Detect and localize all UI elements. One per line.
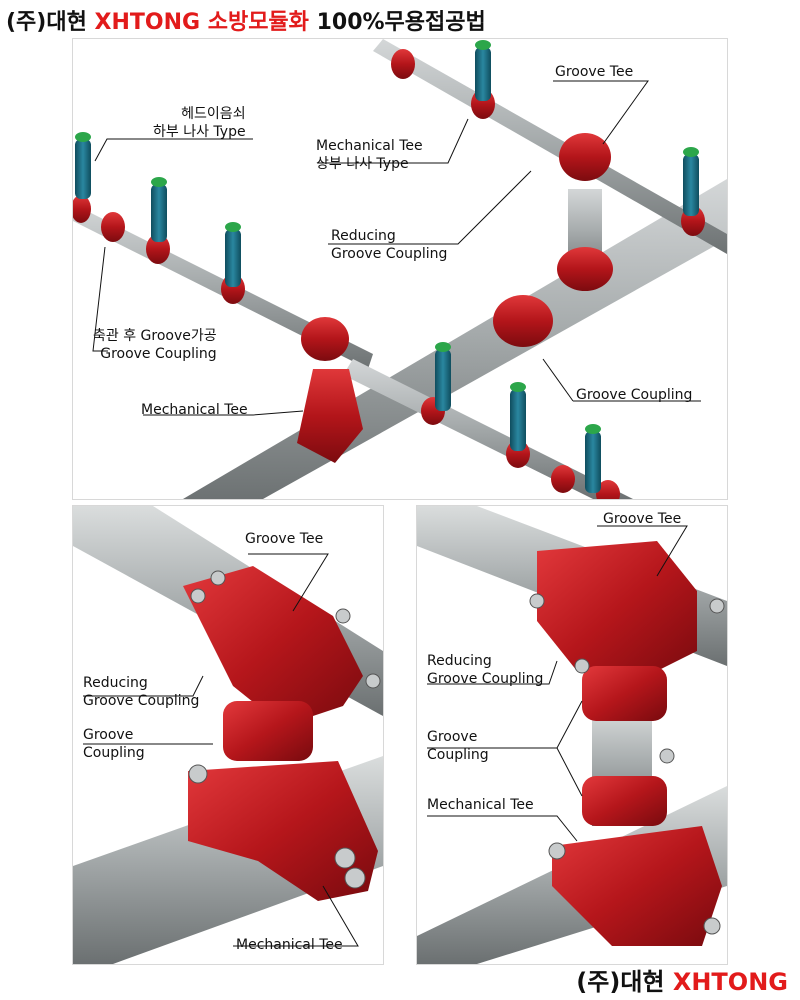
sprinkler-head-icon bbox=[585, 431, 601, 493]
detail-right-illustration bbox=[417, 506, 727, 964]
label-groove-tee: Groove Tee bbox=[603, 511, 682, 527]
footer-prefix: (주)대현 bbox=[576, 968, 673, 996]
mechanical-tee-icon bbox=[188, 761, 378, 901]
coupling-icon bbox=[551, 465, 575, 493]
title-prefix: (주)대현 bbox=[6, 10, 95, 35]
coupling-icon bbox=[391, 49, 415, 79]
bolt-icon bbox=[190, 588, 206, 604]
reducing-coupling-icon bbox=[223, 701, 313, 761]
bolt-icon bbox=[210, 570, 226, 586]
label-mechanical-tee: Mechanical Tee bbox=[236, 937, 343, 953]
footer-brand: (주)대현 XHTONG bbox=[576, 962, 788, 997]
mechanical-tee-icon bbox=[552, 826, 722, 946]
title-suffix: 100%무용접공법 bbox=[308, 10, 486, 35]
bolts bbox=[529, 593, 725, 935]
groove-coupling-icon bbox=[582, 776, 667, 826]
sprinkler-heads bbox=[75, 40, 699, 493]
sprinkler-head-icon bbox=[75, 139, 91, 199]
bolts bbox=[188, 570, 381, 889]
bolt-icon bbox=[703, 917, 721, 935]
groove-coupling-icon bbox=[493, 295, 553, 347]
groove-tee-icon bbox=[537, 541, 697, 681]
sprinkler-head-icon bbox=[151, 184, 167, 242]
coupling-icon bbox=[146, 234, 170, 264]
branch-pipe-right bbox=[343, 359, 633, 499]
label-mechanical-tee: Mechanical Tee bbox=[427, 797, 534, 813]
leader-lines bbox=[83, 553, 359, 947]
bolt-icon bbox=[365, 673, 381, 689]
reducing-coupling-icon bbox=[557, 247, 613, 291]
footer-brand-name: XHTONG bbox=[672, 968, 788, 996]
bolt-icon bbox=[659, 748, 675, 764]
label-groove-tee: Groove Tee bbox=[555, 64, 634, 80]
groove-tee-icon bbox=[559, 133, 611, 181]
bolt-icon bbox=[344, 867, 366, 889]
detail-left-illustration bbox=[73, 506, 383, 964]
groove-tee-icon bbox=[183, 566, 363, 726]
bolt-icon bbox=[334, 847, 356, 869]
bolt-icon bbox=[529, 593, 545, 609]
sprinkler-head-icon bbox=[225, 229, 241, 287]
leader-lines bbox=[427, 525, 688, 842]
overview-illustration bbox=[73, 39, 727, 499]
coupling-icon bbox=[101, 212, 125, 242]
coupling-icon bbox=[73, 195, 91, 223]
reducing-coupling-icon bbox=[582, 666, 667, 721]
bolt-icon bbox=[709, 598, 725, 614]
label-mechanical-tee: Mechanical Tee bbox=[141, 402, 248, 418]
leader-lines bbox=[92, 80, 701, 416]
sprinkler-head-icon bbox=[435, 349, 451, 411]
coupling-icon bbox=[596, 480, 620, 499]
label-groove-tee: Groove Tee bbox=[245, 531, 324, 547]
page-title: (주)대현 XHTONG 소방모듈화 100%무용접공법 bbox=[6, 4, 486, 36]
sprinkler-head-icon bbox=[510, 389, 526, 451]
label-groove-coupling: Groove Coupling bbox=[576, 387, 693, 403]
branch-pipe-top bbox=[373, 39, 727, 254]
mechanical-tee-icon bbox=[297, 369, 363, 463]
bolt-icon bbox=[574, 658, 590, 674]
bolt-icon bbox=[188, 764, 208, 784]
main-pipe bbox=[183, 179, 727, 499]
sprinkler-head-icon bbox=[475, 47, 491, 101]
bolt-icon bbox=[335, 608, 351, 624]
groove-coupling-icon bbox=[301, 317, 349, 361]
bolt-icon bbox=[548, 842, 566, 860]
title-brand: XHTONG 소방모듈화 bbox=[94, 10, 309, 35]
sprinkler-head-icon bbox=[683, 154, 699, 216]
